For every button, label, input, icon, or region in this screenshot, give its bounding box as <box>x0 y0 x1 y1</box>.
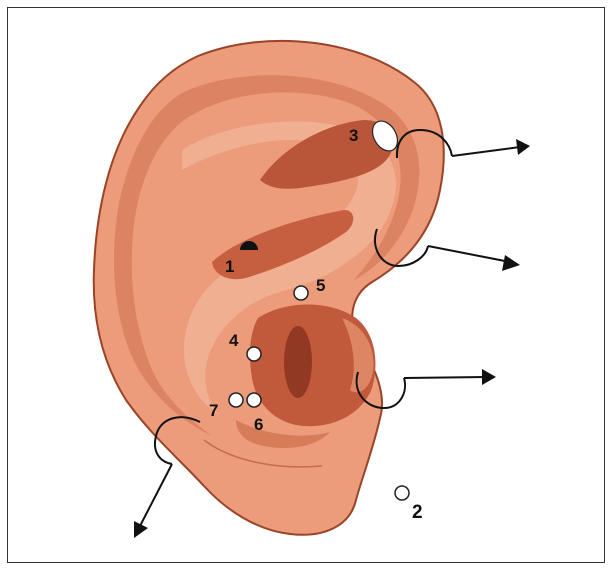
point-2-circle <box>395 486 409 500</box>
label-1: 1 <box>225 257 234 276</box>
arrow-b-head <box>502 255 520 271</box>
label-5: 5 <box>316 276 325 295</box>
arrow-d-shaft <box>140 464 172 526</box>
ear-canal <box>284 326 312 398</box>
label-3: 3 <box>349 126 358 145</box>
label-7: 7 <box>209 401 218 420</box>
point-7-circle <box>229 393 243 407</box>
arrow-a-head <box>516 139 530 155</box>
point-6-circle <box>247 393 261 407</box>
arrow-a-shaft <box>452 147 520 156</box>
point-4-circle <box>247 347 261 361</box>
label-6: 6 <box>254 415 263 434</box>
arrow-b-shaft <box>428 246 510 262</box>
ear-illustration <box>94 41 444 535</box>
label-4: 4 <box>229 331 239 350</box>
arrow-c-shaft <box>404 377 486 378</box>
label-2: 2 <box>412 502 423 523</box>
arrow-c-head <box>482 369 496 385</box>
point-5-circle <box>294 286 308 300</box>
